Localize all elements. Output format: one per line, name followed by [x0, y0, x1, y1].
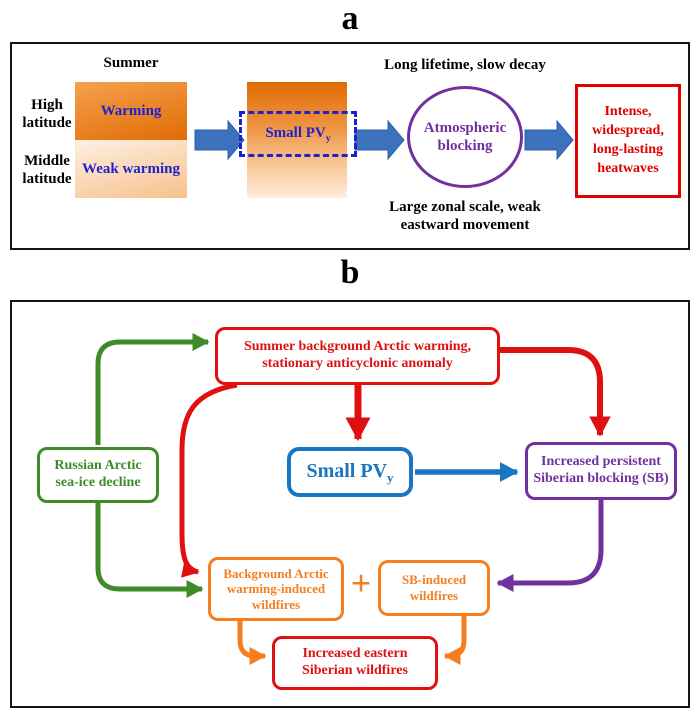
eastern-wildfires-text: Increased eastern Siberian wildfires — [302, 646, 408, 678]
weak-warming-text: Weak warming — [82, 160, 180, 177]
small-pvy-text: Small PVy — [265, 125, 330, 144]
flow-arrow-3 — [524, 119, 574, 161]
eastern-wildfires-box: Increased eastern Siberian wildfires — [272, 636, 438, 690]
gradient-warming-box — [247, 82, 347, 198]
small-pvy-b-text: Small PVy — [306, 459, 393, 486]
panel-b-label: b — [340, 254, 360, 291]
panel-b-graphics — [95, 333, 611, 666]
small-pvy-dashed-box: Small PVy — [239, 111, 357, 157]
summer-label: Summer — [103, 55, 159, 71]
small-pvy-box: Small PVy — [287, 447, 413, 497]
warming-to-wildfires-arrow — [179, 382, 238, 578]
sb-wildfires-text: SB-induced wildfires — [401, 572, 467, 603]
small-pvy-b-sub: y — [387, 469, 394, 485]
atmospheric-blocking-ellipse: Atmospheric blocking — [407, 86, 523, 188]
small-pvy-base: Small PV — [265, 124, 326, 141]
middle-latitude-label: Middle latitude — [22, 153, 72, 188]
small-pvy-sub: y — [325, 132, 331, 144]
plus-sign: + — [350, 563, 372, 603]
panel-b: Summer background Arctic warming, statio… — [10, 300, 690, 708]
warming-wildfires-text: Background Arctic warming-induced wildfi… — [223, 565, 329, 612]
flow-arrow-1 — [194, 119, 245, 161]
siberian-blocking-box: Increased persistent Siberian blocking (… — [525, 442, 677, 500]
small-pvy-b-base: Small PV — [306, 459, 388, 482]
panel-a-graphics — [194, 119, 574, 161]
sb-wildfires-to-eastern-arrow — [443, 616, 467, 665]
sea-ice-decline-text: Russian Arctic sea-ice decline — [54, 458, 142, 490]
sea-ice-decline-box: Russian Arctic sea-ice decline — [37, 447, 159, 503]
heatwaves-box: Intense, widespread, long-lasting heatwa… — [575, 84, 681, 198]
warming-cell: Warming — [75, 82, 187, 140]
zonal-scale-note: Large zonal scale, weak eastward movemen… — [389, 199, 541, 234]
atmospheric-blocking-text: Atmospheric blocking — [423, 120, 507, 154]
latitude-warming-box: Warming Weak warming — [75, 82, 187, 198]
panel-a: Summer High latitude Middle latitude War… — [10, 42, 690, 250]
sea-ice-to-wildfires-arrow — [95, 503, 204, 599]
warming-wildfires-box: Background Arctic warming-induced wildfi… — [208, 557, 344, 621]
warming-wildfires-to-eastern-arrow — [237, 621, 267, 666]
panel-a-label: a — [341, 0, 359, 37]
sea-ice-to-warming-arrow — [95, 333, 210, 445]
blocking-to-sb-wildfires-arrow — [496, 500, 604, 592]
arctic-warming-box: Summer background Arctic warming, statio… — [215, 327, 500, 385]
warming-text: Warming — [100, 102, 162, 119]
high-latitude-label: High latitude — [22, 97, 72, 132]
siberian-blocking-text: Increased persistent Siberian blocking (… — [533, 454, 669, 486]
warming-to-blocking-arrow — [500, 347, 611, 437]
arctic-warming-text: Summer background Arctic warming, statio… — [243, 339, 472, 371]
heatwaves-text: Intense, widespread, long-lasting heatwa… — [592, 104, 664, 176]
lifetime-note: Long lifetime, slow decay — [384, 57, 546, 73]
weak-warming-cell: Weak warming — [75, 140, 187, 198]
sb-wildfires-box: SB-induced wildfires — [378, 560, 490, 616]
flow-arrow-2 — [354, 119, 405, 161]
